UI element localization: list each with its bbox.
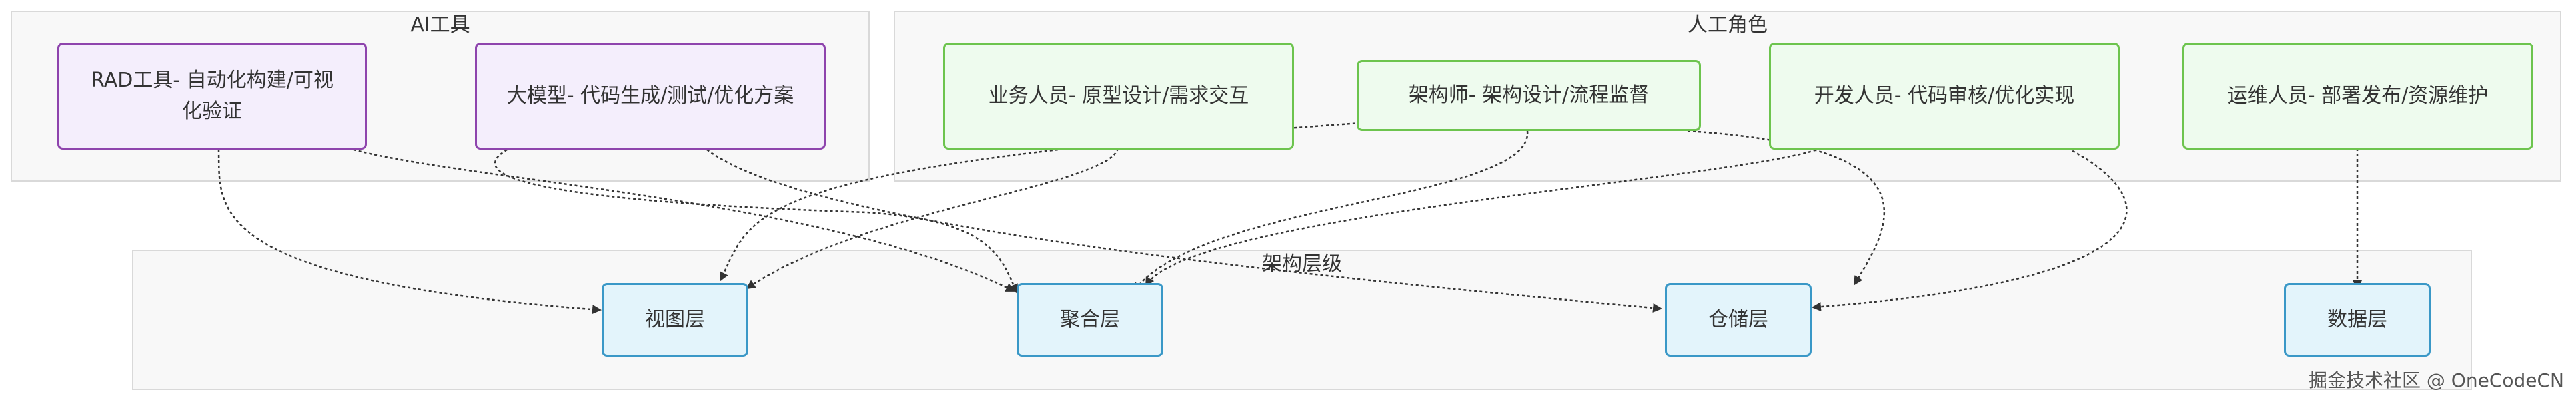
node-developer[interactable]: 开发人员- 代码审核/优化实现: [1769, 43, 2120, 150]
node-rad-tools[interactable]: RAD工具- 自动化构建/可视化验证: [57, 43, 367, 150]
group-title-human-roles: 人工角色: [1688, 13, 1768, 37]
node-aggregation-layer[interactable]: 聚合层: [1017, 283, 1163, 357]
edge-rad-to-aggregation: [353, 148, 1015, 292]
node-architect[interactable]: 架构师- 架构设计/流程监督: [1357, 60, 1701, 131]
node-architect-label: 架构师- 架构设计/流程监督: [1408, 83, 1650, 107]
group-architecture: 架构层级: [132, 250, 2472, 390]
node-developer-label: 开发人员- 代码审核/优化实现: [1814, 84, 2075, 108]
edge-developer-to-warehouse: [1812, 147, 2128, 312]
node-data-layer-label: 数据层: [2327, 308, 2387, 331]
group-title-ai-tools: AI工具: [410, 13, 470, 37]
node-warehouse-layer-label: 仓储层: [1708, 308, 1768, 331]
node-llm[interactable]: 大模型- 代码生成/测试/优化方案: [475, 43, 826, 150]
node-llm-label: 大模型- 代码生成/测试/优化方案: [506, 84, 794, 108]
node-warehouse-layer[interactable]: 仓储层: [1665, 283, 1812, 357]
edge-rad-to-view: [217, 149, 602, 315]
watermark: 掘金技术社区 @ OneCodeCN: [2309, 369, 2564, 391]
node-rad-tools-label: RAD工具- 自动化构建/可视化验证: [91, 69, 334, 123]
edge-architect-to-warehouse: [1687, 130, 1885, 286]
node-ops-label: 运维人员- 部署发布/资源维护: [2227, 84, 2489, 108]
node-view-layer[interactable]: 视图层: [602, 283, 748, 357]
node-business-label: 业务人员- 原型设计/需求交互: [988, 84, 1249, 108]
node-view-layer-label: 视图层: [645, 308, 705, 331]
edge-business-to-view: [746, 148, 1119, 290]
node-data-layer[interactable]: 数据层: [2284, 283, 2431, 357]
edge-llm-to-warehouse: [706, 149, 1662, 313]
edge-llm-to-aggregation: [494, 148, 1018, 294]
group-title-architecture: 架构层级: [1262, 252, 1342, 276]
node-ops[interactable]: 运维人员- 部署发布/资源维护: [2182, 43, 2533, 150]
node-business[interactable]: 业务人员- 原型设计/需求交互: [943, 43, 1294, 150]
node-aggregation-layer-label: 聚合层: [1060, 308, 1120, 331]
edge-architect-to-aggregation: [1133, 130, 1529, 292]
edge-developer-to-aggregation: [1145, 147, 1822, 287]
